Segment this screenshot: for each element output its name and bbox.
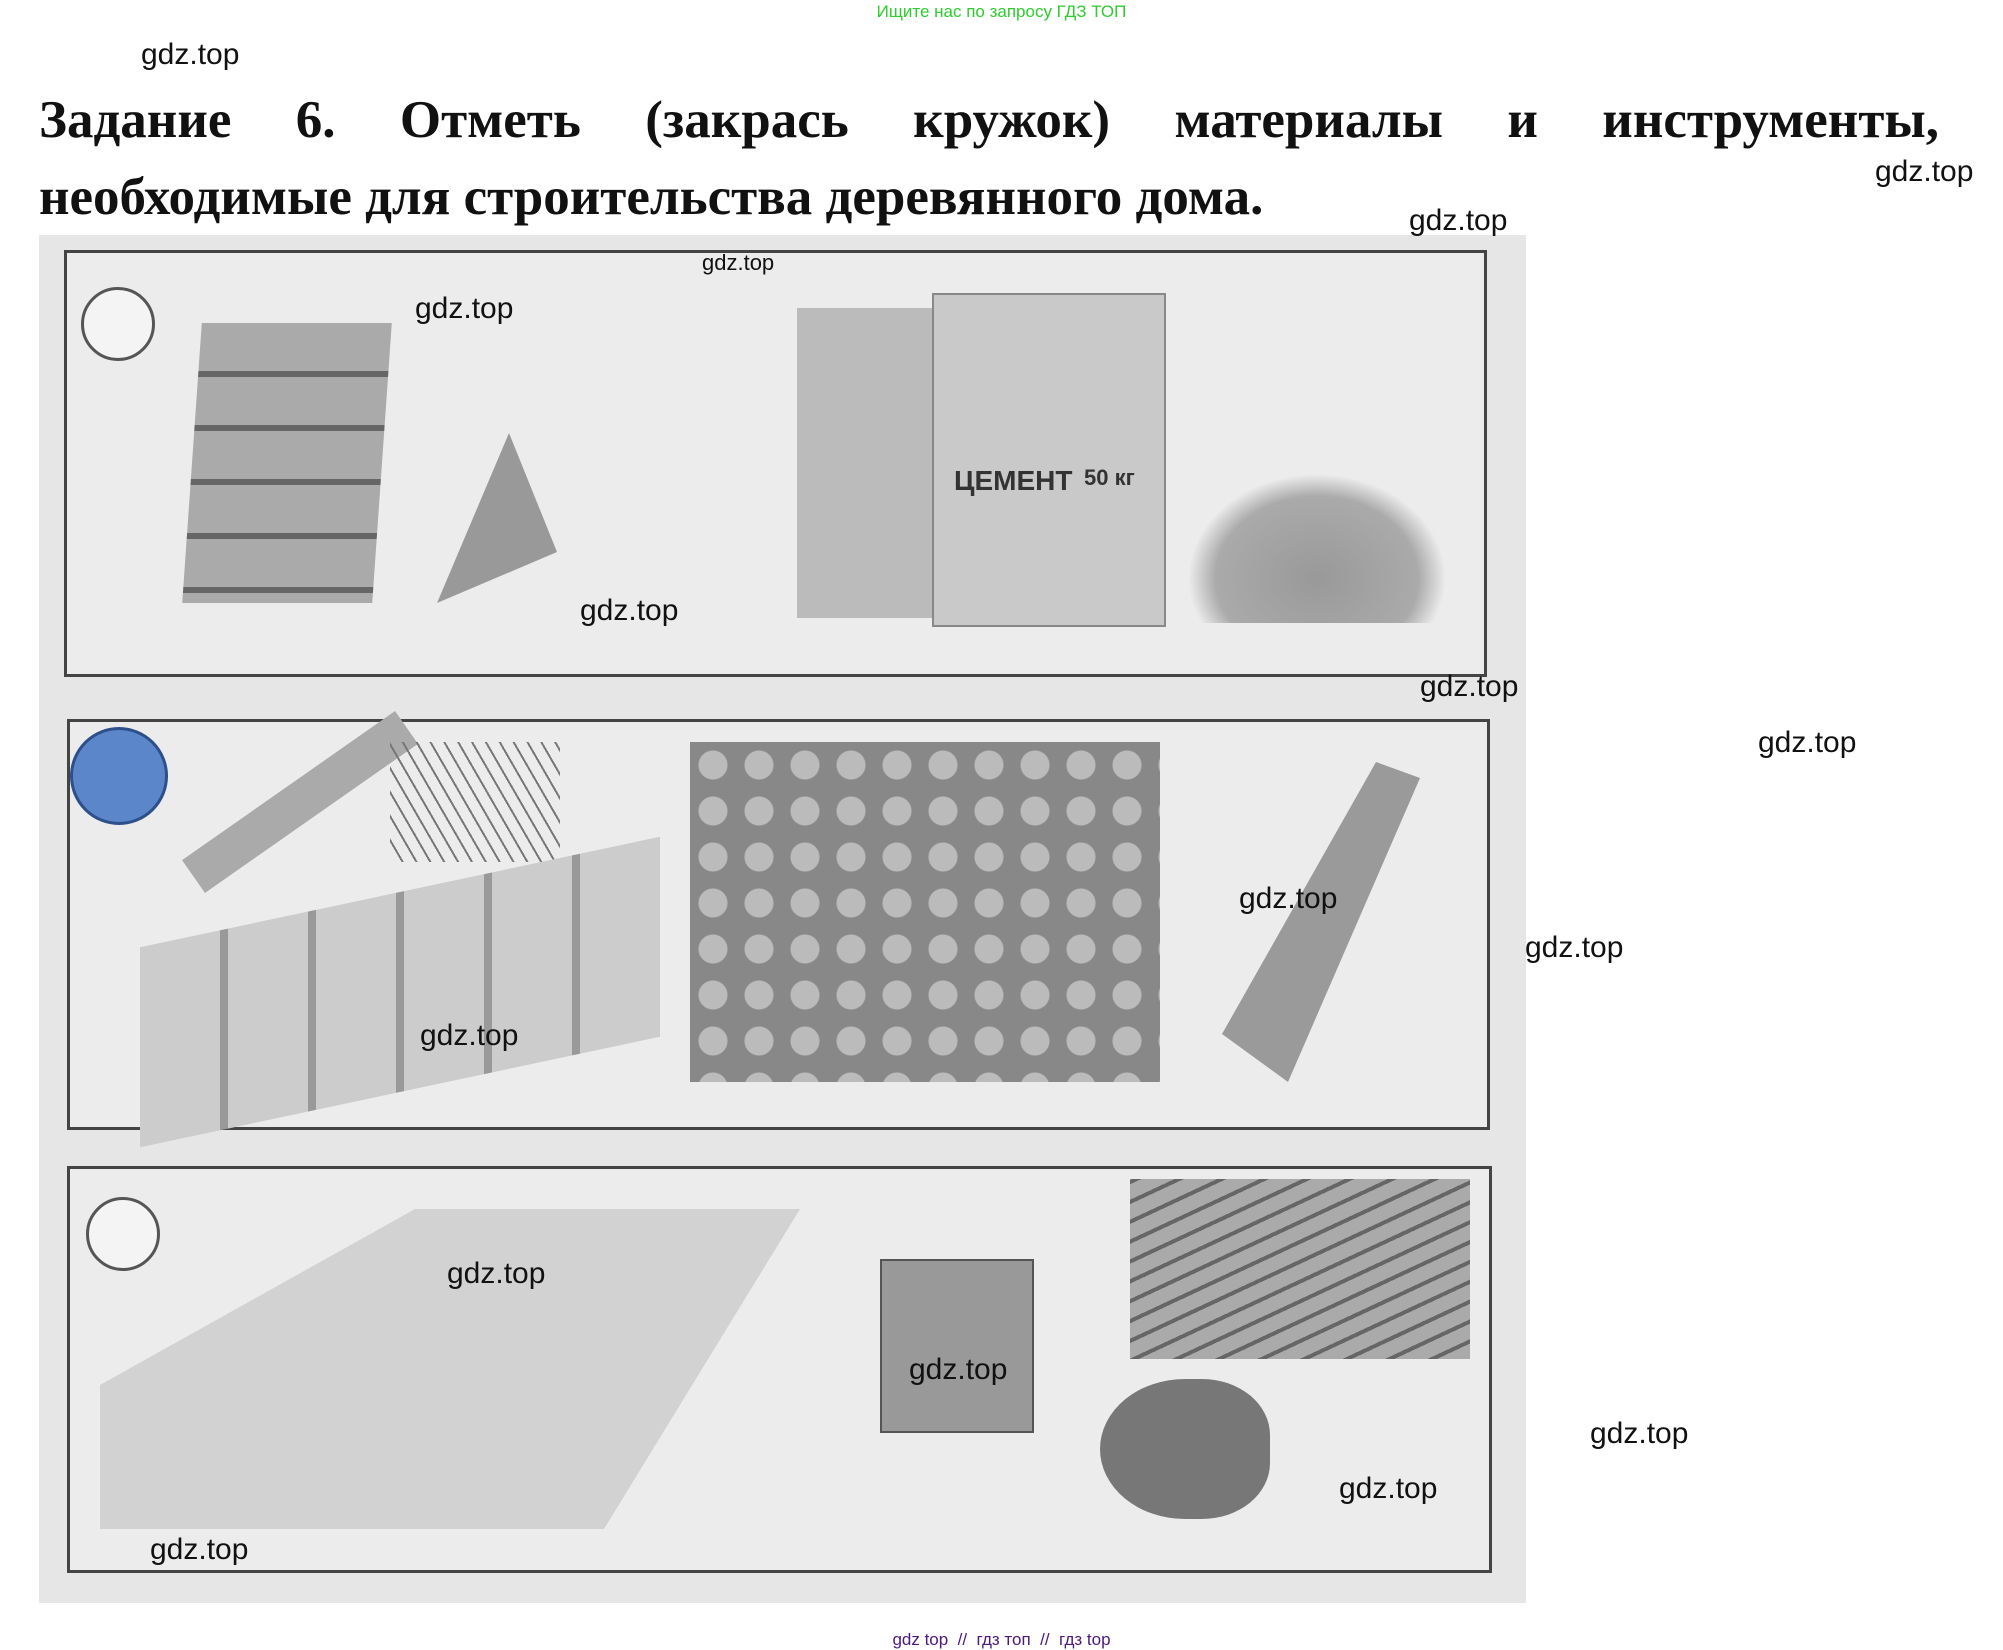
- task-line-2: необходимые для строительства деревянног…: [39, 168, 1264, 226]
- task-line-1: Задание 6. Отметь (закрась кружок) матер…: [39, 91, 1939, 149]
- saw-image: [1222, 762, 1420, 1082]
- watermark: gdz.top: [1875, 155, 1974, 188]
- watermark: gdz.top: [150, 1533, 249, 1566]
- task-heading: Задание 6. Отметь (закрась кружок) матер…: [39, 82, 1939, 236]
- panel-brick-materials: ЦЕМЕНТ 50 кг: [64, 250, 1487, 677]
- watermark: gdz.top: [1409, 204, 1508, 237]
- trowel-image: [437, 433, 557, 603]
- cement-label: ЦЕМЕНТ: [954, 465, 1073, 496]
- bag-weight-label: 50 кг: [1084, 465, 1135, 490]
- watermark: gdz.top: [1525, 931, 1624, 964]
- welding-machine-image: [880, 1259, 1034, 1433]
- panel-concrete-metal-materials: [67, 1166, 1492, 1573]
- nails-image: [390, 742, 560, 862]
- footer-note: gdz top // гдз топ // гдз top: [892, 1630, 1111, 1649]
- checkbox-circle-1[interactable]: [81, 287, 155, 361]
- watermark: gdz.top: [141, 38, 240, 71]
- checkbox-circle-2-checked[interactable]: [70, 727, 168, 825]
- checkbox-circle-3[interactable]: [86, 1197, 160, 1271]
- watermark: gdz.top: [702, 250, 775, 275]
- rebar-image: [1130, 1179, 1470, 1359]
- welding-mask-image: [1100, 1379, 1270, 1519]
- bricks-image: [182, 323, 392, 603]
- task-illustration: ЦЕМЕНТ 50 кг: [39, 235, 1526, 1603]
- watermark: gdz.top: [415, 292, 514, 325]
- cement-bag-image: [797, 308, 937, 618]
- watermark: gdz.top: [1758, 726, 1857, 759]
- cement-bag-image: ЦЕМЕНТ 50 кг: [932, 293, 1166, 627]
- watermark: gdz.top: [1590, 1417, 1689, 1450]
- search-hint: Ищите нас по запросу ГДЗ ТОП: [876, 2, 1127, 21]
- watermark: gdz.top: [1239, 882, 1338, 915]
- sand-pile-image: [1187, 473, 1447, 623]
- watermark: gdz.top: [447, 1257, 546, 1290]
- hammer-image: [182, 711, 418, 893]
- watermark: gdz.top: [909, 1353, 1008, 1386]
- panel-wood-materials: [67, 711, 1490, 1148]
- watermark: gdz.top: [420, 1019, 519, 1052]
- logs-image: [690, 742, 1160, 1082]
- watermark: gdz.top: [1420, 670, 1519, 703]
- watermark: gdz.top: [580, 594, 679, 627]
- watermark: gdz.top: [1339, 1472, 1438, 1505]
